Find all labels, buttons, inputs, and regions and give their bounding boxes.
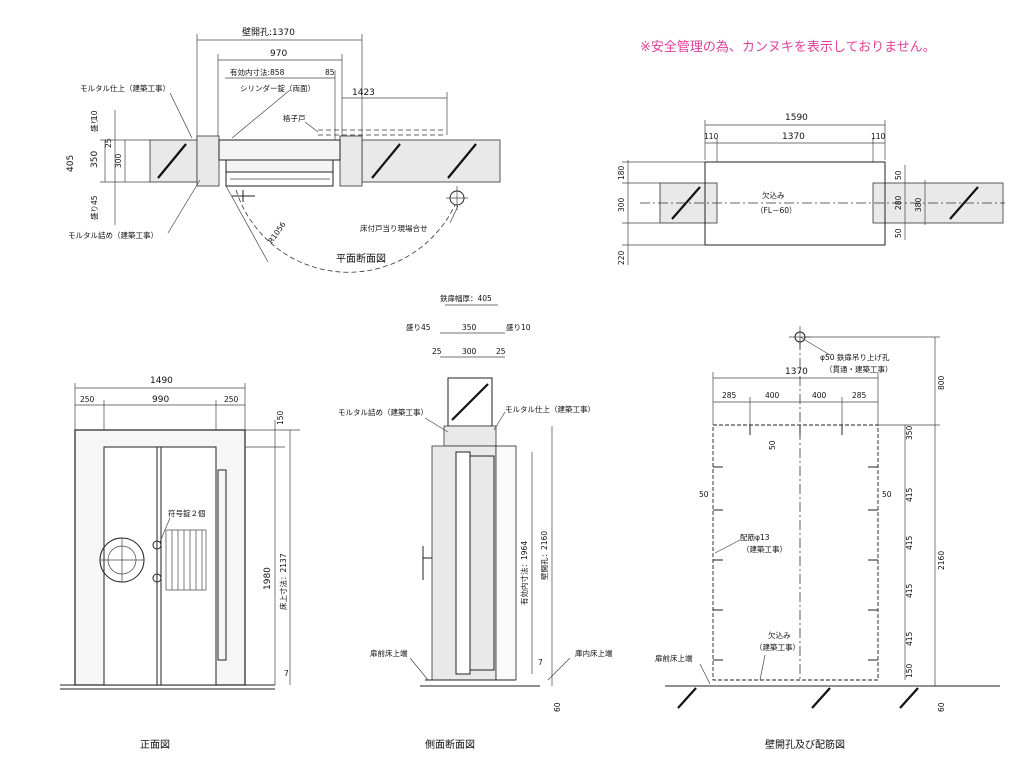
rebar-label-rebar-note: （建築工事） — [742, 544, 787, 554]
rebar-title: 壁開孔及び配筋図 — [765, 738, 845, 751]
opening-dim-50-bottom: 50 — [894, 228, 903, 238]
side-dim-25-left: 25 — [432, 347, 442, 356]
side-dim-25-right: 25 — [496, 347, 506, 356]
side-dim-7: 7 — [538, 658, 543, 667]
plan-dim-85: 85 — [325, 68, 335, 77]
rebar-dim-415-a: 415 — [905, 487, 914, 502]
plan-dim-wall-opening: 壁開孔:1370 — [242, 26, 295, 38]
plan-dim-radius: R1056 — [266, 220, 287, 245]
rebar-dim-1370: 1370 — [785, 367, 808, 377]
plan-section-view: 壁開孔:1370 970 有効内寸法:858 85 1423 R1056 — [66, 26, 501, 273]
side-label-outer-floor: 扉前床上端 — [370, 648, 408, 658]
plan-title: 平面断面図 — [336, 252, 386, 265]
front-dim-150: 150 — [276, 410, 285, 425]
side-label-mortar-fill: モルタル詰め（建築工事） — [338, 407, 428, 417]
rebar-dim-400-right: 400 — [812, 391, 827, 400]
rebar-dim-50-left: 50 — [699, 490, 709, 499]
rebar-label-recess: 欠込み — [768, 630, 791, 640]
front-dim-250-right: 250 — [224, 395, 239, 404]
opening-label-recess: 欠込み — [762, 190, 785, 200]
front-dim-2137: 床上寸法：2137 — [278, 553, 288, 610]
rebar-label-hoist-hole: φ50 鉄扉吊り上げ孔 — [820, 352, 890, 362]
side-dim-clear-height: 有効内寸法：1964 — [519, 541, 529, 605]
opening-dim-1590: 1590 — [785, 113, 808, 123]
side-dim-60: 60 — [553, 702, 562, 712]
rebar-dim-350: 350 — [905, 425, 914, 440]
opening-dim-1370: 1370 — [782, 132, 805, 142]
opening-dim-50-top: 50 — [894, 170, 903, 180]
front-title: 正面図 — [140, 739, 170, 751]
side-dim-10: 盛り10 — [506, 322, 531, 332]
plan-dim-10: 10 — [90, 110, 99, 120]
side-label-inner-floor: 庫内床上端 — [575, 648, 613, 658]
plan-label-lattice-door: 格子戸 — [283, 113, 306, 123]
plan-label-floor-stop: 床付戸当り現場合せ — [360, 223, 428, 233]
plan-dim-405: 405 — [66, 155, 76, 172]
plan-dim-45: 45 — [90, 195, 99, 205]
opening-dim-300: 300 — [617, 197, 626, 212]
plan-dim-45-tol: 盛り — [89, 205, 99, 220]
opening-dim-220: 220 — [617, 250, 626, 265]
rebar-label-rebar: 配筋φ13 — [740, 532, 770, 542]
plan-dim-25: 25 — [104, 138, 113, 148]
front-dim-990: 990 — [152, 395, 169, 405]
side-title: 側面断面図 — [425, 738, 475, 751]
rebar-dim-60: 60 — [937, 702, 946, 712]
side-dim-45: 盛り45 — [406, 322, 431, 332]
rebar-view: φ50 鉄扉吊り上げ孔 （貫通・建築工事） 1370 285 400 400 2… — [655, 326, 1000, 751]
rebar-dim-50-right: 50 — [882, 490, 892, 499]
plan-dim-1423: 1423 — [352, 88, 375, 98]
rebar-dim-50-top: 50 — [768, 440, 777, 450]
rebar-dim-415-d: 415 — [905, 631, 914, 646]
opening-label-recess-code: （FL－60） — [756, 206, 797, 215]
side-dim-wall-height: 壁開孔：2160 — [539, 531, 549, 580]
rebar-dim-285-left: 285 — [722, 391, 737, 400]
plan-label-mortar-fill: モルタル詰め（建築工事） — [68, 230, 158, 240]
rebar-label-recess-note: （建築工事） — [755, 642, 800, 652]
front-dim-250-left: 250 — [80, 395, 95, 404]
side-section-view: 鉄扉幅厚：405 盛り45 350 盛り10 25 300 25 有効内寸法：1… — [338, 293, 613, 751]
side-dim-300: 300 — [462, 347, 477, 356]
front-view: 1490 250 990 250 符号錠２個 — [60, 376, 300, 751]
rebar-label-hoist-hole-note: （貫通・建築工事） — [825, 364, 893, 374]
rebar-label-outer-floor: 扉前床上端 — [655, 653, 693, 663]
plan-dim-10-tol: 盛り — [89, 117, 99, 132]
side-dim-frame-depth: 鉄扉幅厚：405 — [440, 293, 492, 303]
plan-label-cylinder-lock: シリンダー錠（両面） — [240, 83, 315, 93]
opening-dim-380: 380 — [914, 197, 923, 212]
rebar-dim-800: 800 — [937, 375, 946, 390]
plan-label-mortar-finish: モルタル仕上（建築工事） — [80, 83, 170, 93]
opening-dim-280: 280 — [894, 195, 903, 210]
side-dim-350: 350 — [462, 323, 477, 332]
front-dim-7: 7 — [284, 669, 289, 678]
front-dim-1980: 1980 — [263, 567, 273, 590]
rebar-dim-415-b: 415 — [905, 535, 914, 550]
rebar-dim-400-left: 400 — [765, 391, 780, 400]
plan-dim-300: 300 — [114, 153, 123, 168]
front-dim-1490: 1490 — [150, 376, 173, 386]
plan-dim-970: 970 — [270, 49, 287, 59]
rebar-dim-150: 150 — [905, 663, 914, 678]
front-label-code-lock: 符号錠２個 — [168, 508, 206, 518]
side-label-mortar-finish: モルタル仕上（建築工事） — [505, 404, 595, 414]
rebar-dim-415-c: 415 — [905, 583, 914, 598]
opening-section-view: 1590 110 1370 110 欠込み （FL－60） 180 300 22… — [617, 113, 1005, 265]
plan-dim-clear-width: 有効内寸法:858 — [230, 67, 285, 77]
safety-note: ※安全管理の為、カンヌキを表示しておりません。 — [640, 39, 936, 55]
opening-dim-110-right: 110 — [871, 132, 886, 141]
plan-dim-350: 350 — [90, 151, 100, 168]
opening-dim-110-left: 110 — [704, 132, 719, 141]
rebar-dim-2160: 2160 — [937, 551, 946, 570]
rebar-dim-285-right: 285 — [852, 391, 867, 400]
opening-dim-180: 180 — [617, 165, 626, 180]
